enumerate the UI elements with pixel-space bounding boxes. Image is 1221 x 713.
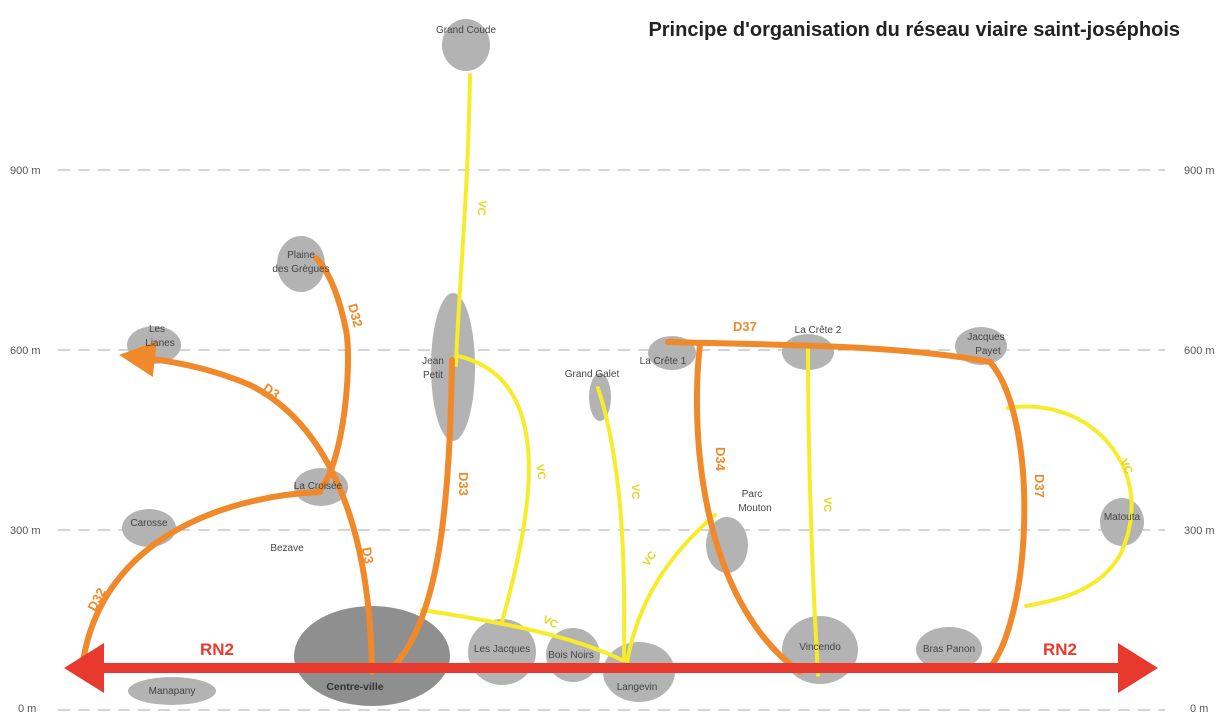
rn2-road	[64, 643, 1158, 693]
label-vc-parc-mouton: VC	[641, 549, 660, 568]
label-la-crete-1: La Crête 1	[640, 356, 687, 367]
label-vc-matouta: VC	[1117, 457, 1134, 476]
node-bras-panon	[916, 627, 982, 671]
communal-roads	[420, 73, 1134, 677]
vc-crete2-vincendo	[806, 344, 820, 677]
rn2-shaft	[92, 663, 1124, 673]
label-bezave: Bezave	[270, 543, 304, 554]
vc-jean-petit-les-jacques	[456, 354, 531, 624]
d32-upper	[313, 255, 352, 493]
vc-matouta-loop	[1006, 404, 1134, 608]
label-vc-crete2: VC	[821, 497, 833, 512]
label-manapany: Manapany	[149, 686, 196, 697]
node-grand-coude	[442, 19, 490, 71]
label-bras-panon: Bras Panon	[923, 644, 975, 655]
label-la-croisee: La Croisée	[294, 481, 343, 492]
altitude-label-600-right: 600 m	[1184, 345, 1215, 357]
label-carosse: Carosse	[130, 518, 168, 529]
label-d3-lower: D3	[359, 546, 377, 565]
rn2-arrow-right	[1118, 643, 1158, 693]
vc-langevin-parc-mouton	[625, 513, 717, 664]
d37-right	[985, 359, 1028, 673]
label-matouta: Matouta	[1104, 512, 1141, 523]
label-grand-coude: Grand Coude	[436, 25, 496, 36]
label-jean-petit-l1: Jean	[422, 356, 444, 367]
d32-lower	[79, 489, 323, 671]
d37-top	[665, 339, 993, 365]
label-d3-upper: D3	[260, 380, 282, 402]
altitude-label-900-left: 900 m	[10, 165, 41, 177]
departmental-roads	[79, 255, 1028, 675]
label-d34: D34	[713, 447, 728, 472]
label-vc-grand-galet: VC	[629, 484, 641, 499]
label-jacques-payet-l2: Payet	[975, 346, 1001, 357]
node-plaine-des-gregues	[277, 236, 325, 292]
label-vc-grand-coude: VC	[475, 200, 488, 216]
d3-road	[119, 341, 375, 675]
d33-road	[389, 357, 455, 671]
label-vincendo: Vincendo	[799, 642, 841, 653]
place-labels: Grand Coude Plaine des Grègues Les Liane…	[130, 25, 1140, 697]
label-d37-top: D37	[733, 319, 757, 334]
label-plaine-l1: Plaine	[287, 250, 315, 261]
label-lianes-l1: Les	[149, 324, 165, 335]
vc-centre-langevin	[420, 608, 624, 662]
label-jean-petit-l2: Petit	[423, 370, 443, 381]
node-manapany	[128, 677, 216, 705]
node-parc-mouton	[706, 517, 748, 573]
label-centre-ville: Centre-ville	[326, 681, 383, 693]
label-parc-mouton-l2: Mouton	[738, 503, 771, 514]
altitude-label-0-right: 0 m	[1190, 703, 1208, 713]
label-vc-jean-petit: VC	[533, 463, 547, 480]
label-rn2-left: RN2	[200, 640, 234, 659]
label-d37-right: D37	[1032, 474, 1047, 498]
rn2-arrow-left	[64, 643, 104, 693]
label-lianes-l2: Lianes	[145, 338, 174, 349]
altitude-label-300-left: 300 m	[10, 525, 41, 537]
altitude-label-900-right: 900 m	[1184, 165, 1215, 177]
label-grand-galet: Grand Galet	[565, 369, 620, 380]
label-bois-noirs: Bois Noirs	[548, 650, 594, 661]
label-vc-centre: VC	[541, 614, 560, 631]
label-la-crete-2: La Crête 2	[795, 325, 842, 336]
d34-road	[693, 342, 803, 675]
altitude-label-0-left: 0 m	[18, 703, 36, 713]
label-jacques-payet-l1: Jacques	[967, 332, 1004, 343]
label-les-jacques: Les Jacques	[474, 644, 530, 655]
label-plaine-l2: des Grègues	[272, 264, 329, 275]
vc-grand-coude	[454, 73, 472, 367]
vc-grand-galet-langevin	[596, 386, 627, 662]
label-rn2-right: RN2	[1043, 640, 1077, 659]
label-d33: D33	[456, 472, 471, 496]
altitude-label-600-left: 600 m	[10, 345, 41, 357]
label-d32-upper: D32	[345, 302, 366, 329]
label-langevin: Langevin	[617, 682, 658, 693]
altitude-label-300-right: 300 m	[1184, 525, 1215, 537]
diagram-title: Principe d'organisation du réseau viaire…	[648, 19, 1180, 41]
label-parc-mouton-l1: Parc	[742, 489, 763, 500]
